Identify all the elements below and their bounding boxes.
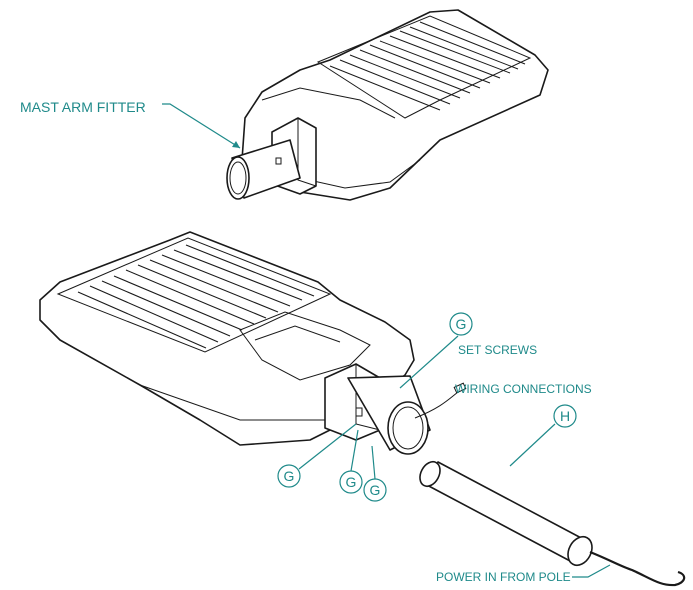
pole-tube: [419, 460, 686, 587]
leader-power-in: [572, 564, 611, 578]
leader-g-mid: [350, 429, 359, 472]
callout-g-mid: G: [346, 474, 357, 490]
label-wiring-connections: WIRING CONNECTIONS: [455, 382, 592, 396]
leader-set-screws: [399, 335, 459, 389]
label-set-screws: SET SCREWS: [458, 343, 537, 357]
leader-g-right: [371, 445, 376, 480]
leader-h: [509, 423, 556, 467]
bottom-luminaire: [39, 231, 467, 455]
callout-g-top-circle: [449, 312, 473, 336]
top-luminaire: [226, 9, 549, 201]
top-heat-sink-fins: [329, 21, 526, 111]
callout-g-left: G: [284, 468, 295, 484]
callout-g-top: G: [456, 316, 467, 332]
callout-g-right: G: [370, 482, 381, 498]
arrowhead-mast-arm-fitter: [232, 141, 240, 148]
label-mast-arm-fitter: MAST ARM FITTER: [20, 99, 146, 115]
leader-g-left: [298, 423, 357, 470]
callout-h-circle: [553, 404, 577, 428]
label-power-in: POWER IN FROM POLE: [436, 570, 571, 584]
leader-mast-arm-fitter: [162, 103, 241, 149]
callout-g-left-circle: [277, 464, 301, 488]
bottom-heat-sink-fins: [77, 244, 315, 349]
callout-h: H: [560, 408, 570, 424]
